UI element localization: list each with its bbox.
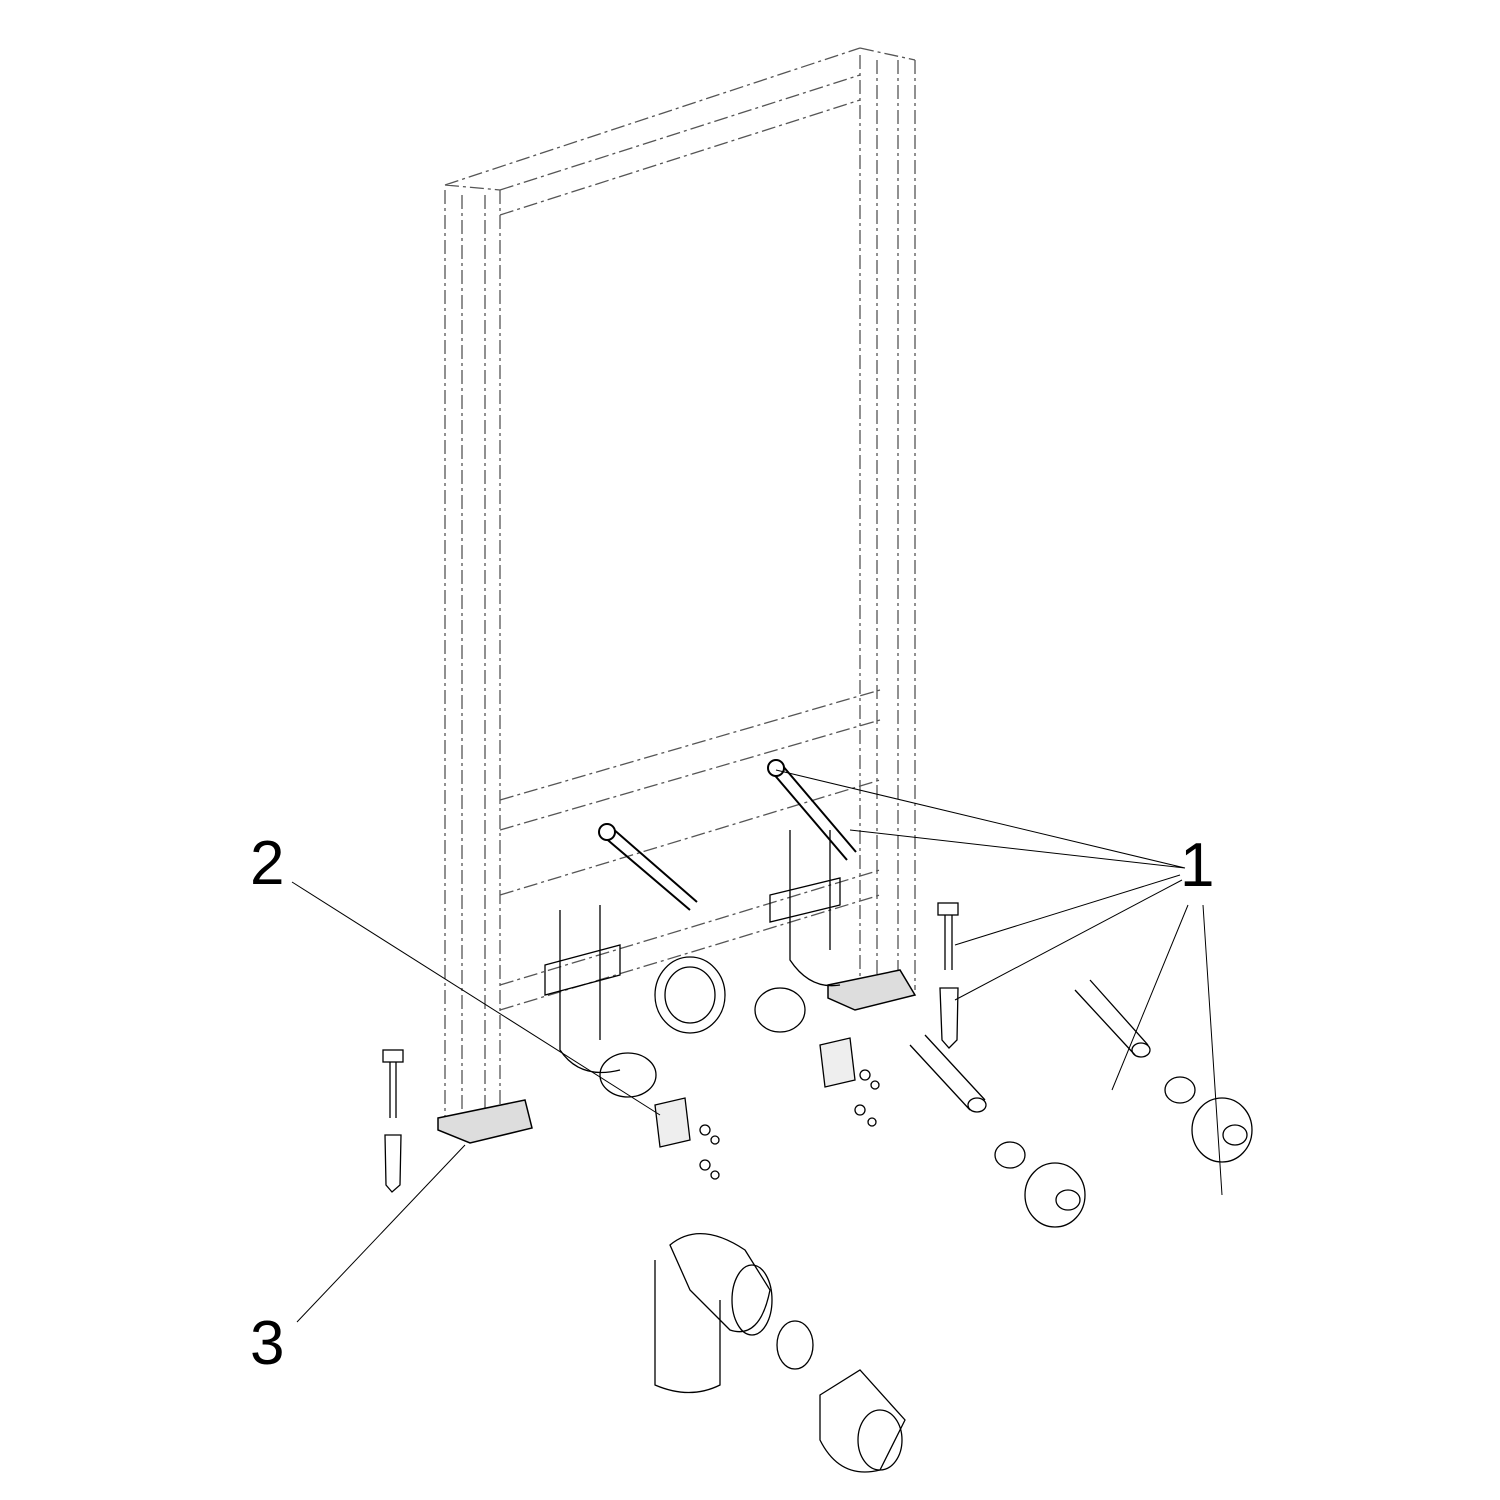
frame-feet xyxy=(437,969,917,1144)
anchor-bolts xyxy=(382,902,959,1193)
callout-1: 1 xyxy=(1180,831,1215,900)
callout-3: 3 xyxy=(250,1309,285,1378)
end-caps xyxy=(994,1076,1253,1228)
drain-fittings xyxy=(654,1233,906,1473)
installation-frame xyxy=(444,47,916,1125)
threaded-rods xyxy=(598,759,857,911)
leader-lines xyxy=(291,769,1223,1323)
mounting-brackets xyxy=(544,830,841,1098)
plates-and-screws xyxy=(654,1037,880,1180)
connection-pipes xyxy=(909,979,1151,1113)
callout-2: 2 xyxy=(250,829,285,898)
